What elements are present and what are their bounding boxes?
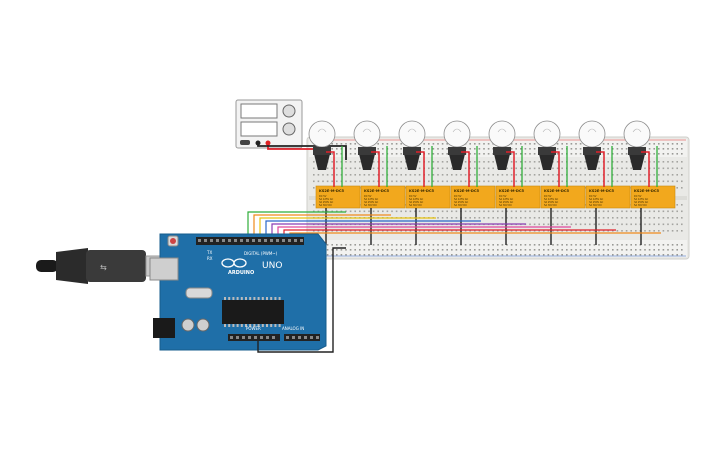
relay-spec-label: 3A 250V AC xyxy=(499,201,513,204)
power-switch[interactable] xyxy=(240,140,250,145)
arduino-logo-text: ARDUINO xyxy=(228,270,254,276)
relay-spec-label: 5A 30V DC xyxy=(454,204,467,207)
relay-spec-label: 5A 30V DC xyxy=(319,204,332,207)
bulb-icon[interactable] xyxy=(578,120,606,148)
rx-label: RX xyxy=(207,256,213,261)
bulb-icon[interactable] xyxy=(623,120,651,148)
bulb-icon[interactable] xyxy=(398,120,426,148)
supply-display-current xyxy=(240,121,278,137)
relay-spec-label: DC 5V xyxy=(589,195,597,198)
bulb-socket xyxy=(539,154,555,170)
bulb-socket xyxy=(449,154,465,170)
current-knob-icon[interactable] xyxy=(282,122,296,136)
analog-label: ANALOG IN xyxy=(282,326,304,331)
relay-spec-label: 5A 125V AC xyxy=(589,198,603,201)
board-model: UNO xyxy=(262,261,282,271)
power-label: POWER xyxy=(246,326,261,331)
arduino-logo-icon xyxy=(221,258,247,268)
reset-button[interactable] xyxy=(170,238,176,244)
relay-model-label: KS2E-M-DC5 xyxy=(364,189,390,193)
relay-spec-label: 3A 250V AC xyxy=(454,201,468,204)
capacitor-1 xyxy=(181,318,195,332)
relay-spec-label: DC 5V xyxy=(544,195,552,198)
relay-spec-label: 5A 30V DC xyxy=(364,204,377,207)
relay-spec-label: DC 5V xyxy=(454,195,462,198)
relay-model-label: KS2E-M-DC5 xyxy=(409,189,435,193)
relay-model-label: KS2E-M-DC5 xyxy=(589,189,615,193)
ground-wire xyxy=(257,247,346,353)
relay-spec-label: 3A 250V AC xyxy=(319,201,333,204)
relay-spec-label: 5A 125V AC xyxy=(634,198,648,201)
usb-plug[interactable] xyxy=(86,250,146,282)
digital-pins xyxy=(198,239,303,242)
bulb-socket xyxy=(359,154,375,170)
bulb-icon[interactable] xyxy=(353,120,381,148)
relay-spec-label: 5A 125V AC xyxy=(544,198,558,201)
bulb-row xyxy=(308,120,651,170)
relay-spec-label: DC 5V xyxy=(364,195,372,198)
relay-spec-label: 5A 125V AC xyxy=(454,198,468,201)
relay-model-label: KS2E-M-DC5 xyxy=(454,189,480,193)
dc-jack xyxy=(153,318,175,338)
atmega-chip xyxy=(222,300,284,324)
analog-header[interactable] xyxy=(284,334,320,341)
relay-spec-label: 5A 125V AC xyxy=(319,198,333,201)
arduino-uno-board[interactable]: DIGITAL (PWM~) TX RX ARDUINO UNO POWER A… xyxy=(149,233,327,351)
usb-port xyxy=(149,257,179,281)
crystal xyxy=(185,287,213,299)
relay-spec-label: DC 5V xyxy=(409,195,417,198)
relay-spec-label: 5A 30V DC xyxy=(634,204,647,207)
relay-spec-label: 3A 250V AC xyxy=(634,201,648,204)
bulb-socket xyxy=(629,154,645,170)
bulb-icon[interactable] xyxy=(308,120,336,148)
digital-label: DIGITAL (PWM~) xyxy=(244,251,278,256)
relay-spec-label: 5A 125V AC xyxy=(499,198,513,201)
bulb-icon[interactable] xyxy=(488,120,516,148)
voltage-knob-icon[interactable] xyxy=(282,104,296,118)
digital-header[interactable] xyxy=(196,237,304,245)
relay-spec-label: 3A 250V AC xyxy=(589,201,603,204)
bulb-icon[interactable] xyxy=(443,120,471,148)
relay-spec-label: 5A 125V AC xyxy=(409,198,423,201)
bulb-socket xyxy=(314,154,330,170)
relay-model-label: KS2E-M-DC5 xyxy=(634,189,660,193)
relay-spec-label: 3A 250V AC xyxy=(364,201,378,204)
relay-spec-label: 3A 250V AC xyxy=(409,201,423,204)
relay-spec-label: DC 5V xyxy=(634,195,642,198)
relay-wires xyxy=(325,146,658,245)
supply-display-voltage xyxy=(240,103,278,119)
relay-spec-label: DC 5V xyxy=(319,195,327,198)
relay-spec-label: 5A 30V DC xyxy=(544,204,557,207)
relay-model-label: KS2E-M-DC5 xyxy=(544,189,570,193)
relay-spec-label: 5A 30V DC xyxy=(589,204,602,207)
relay-spec-label: 5A 125V AC xyxy=(364,198,378,201)
bulb-icon[interactable] xyxy=(533,120,561,148)
relay-spec-label: 3A 250V AC xyxy=(544,201,558,204)
bulb-socket xyxy=(404,154,420,170)
usb-icon: ⇆ xyxy=(100,263,107,272)
relay-model-label: KS2E-M-DC5 xyxy=(499,189,525,193)
relay-spec-label: 5A 30V DC xyxy=(499,204,512,207)
bulb-socket xyxy=(494,154,510,170)
usb-cable: ⇆ xyxy=(36,248,169,284)
capacitor-2 xyxy=(196,318,210,332)
tx-label: TX xyxy=(206,250,212,255)
relay-model-label: KS2E-M-DC5 xyxy=(319,189,345,193)
relay-spec-label: 5A 30V DC xyxy=(409,204,422,207)
relay-spec-label: DC 5V xyxy=(499,195,507,198)
bulb-socket xyxy=(584,154,600,170)
power-supply[interactable] xyxy=(235,99,303,149)
